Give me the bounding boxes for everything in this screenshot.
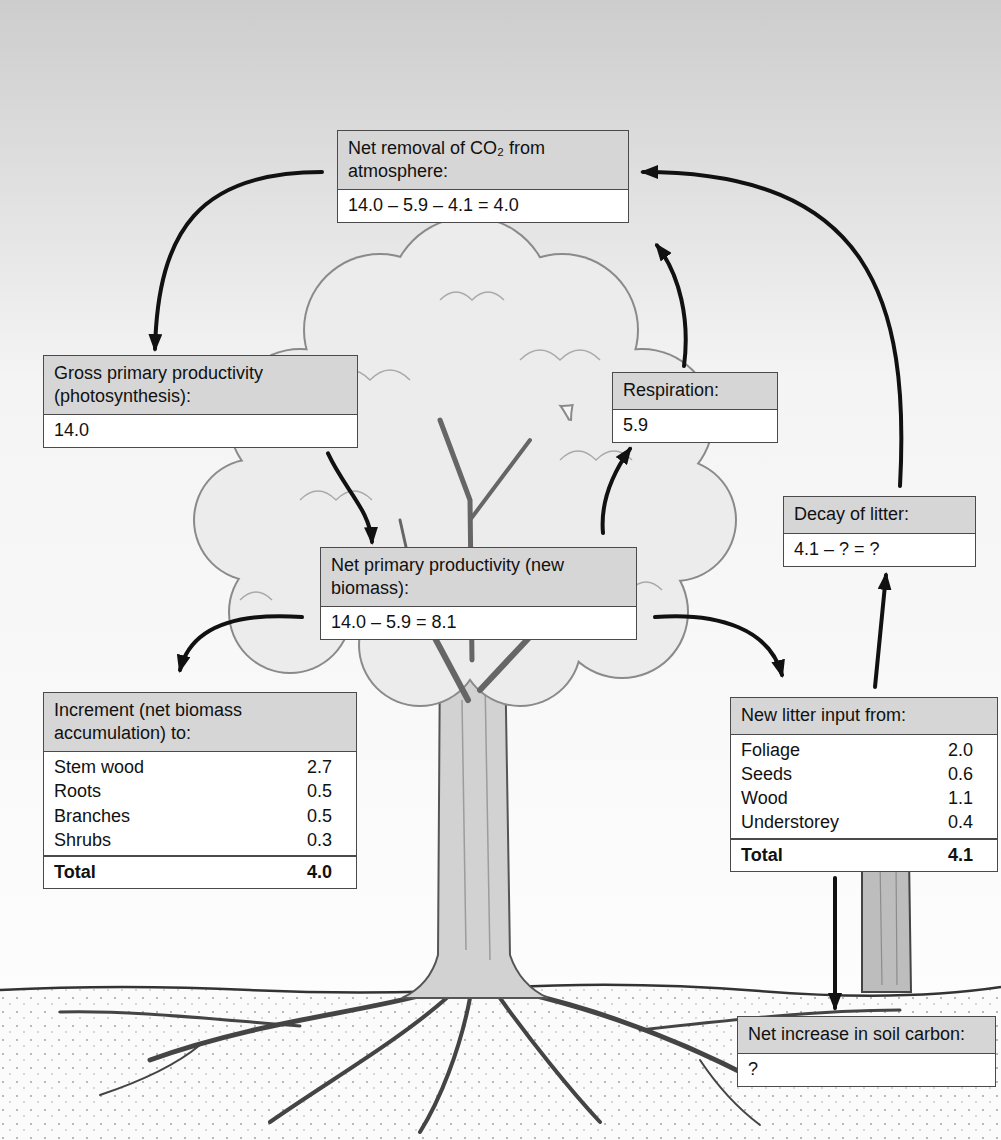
tree-roots xyxy=(520,992,760,1082)
flow-arrow xyxy=(833,878,837,1008)
table-row: Roots 0.5 xyxy=(44,779,356,803)
flux-box: Net increase in soil carbon:? xyxy=(737,1016,996,1087)
table-row: Seeds 0.6 xyxy=(731,762,997,786)
table-row: Understorey 0.4 xyxy=(731,810,997,834)
row-label: Total xyxy=(54,860,96,884)
flux-box: Net primary productivity (new biomass):1… xyxy=(320,547,637,640)
row-value: 0.5 xyxy=(307,804,332,828)
table-row: Foliage 2.0 xyxy=(731,738,997,762)
soil-ground xyxy=(0,985,1001,1140)
box-value: 5.9 xyxy=(613,410,777,442)
box-value: 14.0 – 5.9 – 4.1 = 4.0 xyxy=(338,190,628,222)
crown-texture xyxy=(240,592,272,600)
crown-texture xyxy=(520,350,600,360)
flow-arrow xyxy=(155,172,322,349)
row-label: Seeds xyxy=(741,762,792,786)
row-label: Stem wood xyxy=(54,755,144,779)
row-label: Roots xyxy=(54,779,101,803)
box-heading: Gross primary productivity (photosynthes… xyxy=(44,356,357,415)
tree-branches xyxy=(470,440,530,520)
tree-roots xyxy=(270,995,450,1122)
flow-arrow xyxy=(603,449,630,533)
row-value: 0.3 xyxy=(307,828,332,852)
row-value: 4.1 xyxy=(948,843,973,867)
box-value: 14.0 – 5.9 = 8.1 xyxy=(321,607,636,639)
row-value: 4.0 xyxy=(307,860,332,884)
table-box: New litter input from: Foliage 2.0Seeds 0.6… xyxy=(730,697,998,872)
box-value: 14.0 xyxy=(44,415,357,447)
flux-box: Net removal of CO₂ from atmosphere:14.0 … xyxy=(337,130,629,223)
row-label: Wood xyxy=(741,786,788,810)
row-label: Branches xyxy=(54,804,130,828)
flow-arrow xyxy=(180,616,302,670)
tree-roots xyxy=(420,998,470,1132)
row-value: 0.6 xyxy=(948,762,973,786)
flow-arrow xyxy=(875,575,886,687)
box-heading: Respiration: xyxy=(613,373,777,410)
table-box: Increment (net biomass accumulation) to:… xyxy=(43,692,357,889)
box-heading: Net removal of CO₂ from atmosphere: xyxy=(338,131,628,190)
tree-roots xyxy=(100,1045,200,1095)
total-row: Total 4.0 xyxy=(44,855,356,888)
tree-trunk xyxy=(462,680,490,960)
flow-arrow xyxy=(657,245,686,366)
flow-arrow xyxy=(655,616,782,675)
tree-roots xyxy=(60,1012,300,1026)
tree-crown xyxy=(195,218,735,705)
table-row: Branches 0.5 xyxy=(44,804,356,828)
box-heading: Net increase in soil carbon: xyxy=(738,1017,995,1054)
row-value: 0.4 xyxy=(948,810,973,834)
row-value: 2.0 xyxy=(948,738,973,762)
table-row: Stem wood 2.7 xyxy=(44,755,356,779)
box-value: 4.1 – ? = ? xyxy=(784,534,975,566)
box-value: ? xyxy=(738,1054,995,1086)
row-value: 0.5 xyxy=(307,779,332,803)
row-value: 2.7 xyxy=(307,755,332,779)
table-row: Shrubs 0.3 xyxy=(44,828,356,852)
box-heading: Decay of litter: xyxy=(784,497,975,534)
flux-box: Decay of litter:4.1 – ? = ? xyxy=(783,496,976,567)
tree-roots xyxy=(500,998,600,1122)
box-heading: Net primary productivity (new biomass): xyxy=(321,548,636,607)
value-table: Stem wood2.7Roots0.5Branches0.5Shrubs0.3… xyxy=(44,752,356,888)
box-heading: Increment (net biomass accumulation) to: xyxy=(44,693,356,752)
tree-crown-outline xyxy=(193,216,737,707)
tree-stump xyxy=(880,860,897,985)
flow-arrow xyxy=(328,453,372,542)
value-table: Foliage 2.0Seeds 0.6Wood 1.1Understorey 0.4T… xyxy=(731,735,997,871)
box-heading: New litter input from: xyxy=(731,698,997,735)
flux-box: Respiration:5.9 xyxy=(612,372,778,443)
crown-texture xyxy=(300,491,372,500)
row-label: Foliage xyxy=(741,738,800,762)
total-row: Total 4.1 xyxy=(731,838,997,871)
row-label: Shrubs xyxy=(54,828,111,852)
row-label: Understorey xyxy=(741,810,839,834)
crown-texture xyxy=(440,292,504,300)
soil-ground xyxy=(0,985,1001,1140)
flux-box: Gross primary productivity (photosynthes… xyxy=(43,355,358,448)
soil-ground xyxy=(0,985,1001,1140)
row-value: 1.1 xyxy=(948,786,973,810)
row-label: Total xyxy=(741,843,783,867)
table-row: Wood 1.1 xyxy=(731,786,997,810)
